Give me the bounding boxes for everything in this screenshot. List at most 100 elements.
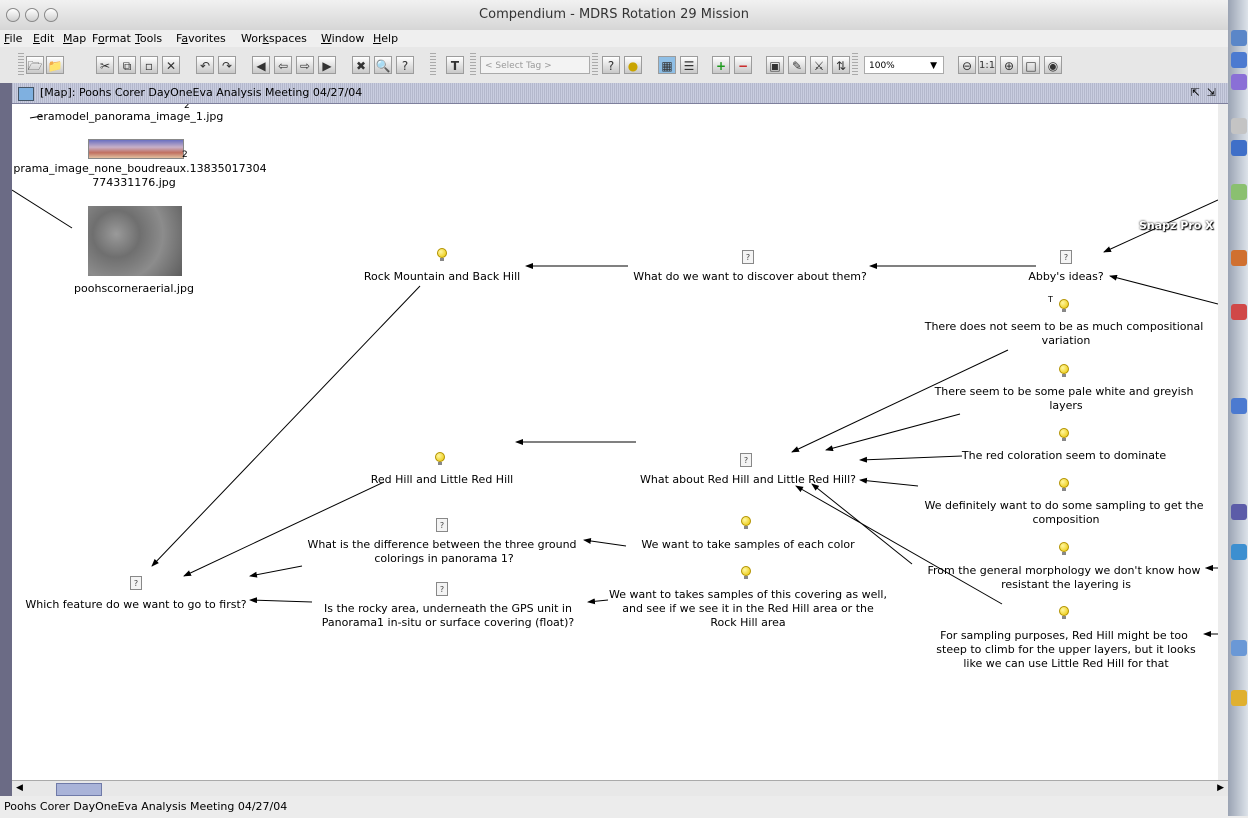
toolbar-grip-icon-3[interactable] bbox=[470, 53, 476, 77]
image-node-2-label-line1[interactable]: prama_image_none_boudreaux.13835017304 bbox=[13, 162, 267, 175]
back-arrow-icon[interactable]: ⇦ bbox=[274, 56, 292, 74]
node-compositional-line2[interactable]: variation bbox=[1041, 334, 1091, 347]
node-covering-line3[interactable]: Rock Hill area bbox=[710, 616, 786, 629]
dock-app-icon[interactable] bbox=[1231, 184, 1247, 200]
menu-tools[interactable]: Tools bbox=[135, 32, 163, 45]
node-rock-mountain[interactable]: Rock Mountain and Back Hill bbox=[363, 270, 521, 283]
dock-app-icon[interactable] bbox=[1231, 398, 1247, 414]
text-tool-button[interactable]: T bbox=[446, 56, 464, 74]
menu-workspaces[interactable]: Workspaces bbox=[241, 32, 307, 45]
dock-app-icon[interactable] bbox=[1231, 74, 1247, 90]
aerial-thumbnail-image[interactable] bbox=[88, 206, 182, 276]
note-node-icon[interactable]: ✎ bbox=[788, 56, 806, 74]
dock-app-icon[interactable] bbox=[1231, 52, 1247, 68]
node-compositional-line1[interactable]: There does not seem to be as much compos… bbox=[924, 320, 1204, 333]
node-covering-line1[interactable]: We want to takes samples of this coverin… bbox=[609, 588, 887, 601]
zoom-fit-icon[interactable]: □ bbox=[1022, 56, 1040, 74]
horizontal-scrollbar[interactable]: ◀ ▶ bbox=[12, 780, 1228, 797]
node-morphology-line1[interactable]: From the general morphology we don't kno… bbox=[927, 564, 1201, 577]
map-node-icon[interactable]: ▦ bbox=[658, 56, 676, 74]
copy-icon[interactable]: ⧉ bbox=[118, 56, 136, 74]
image-node-1-label[interactable]: eramodel_panorama_image_1.jpg bbox=[36, 110, 224, 123]
paste-icon[interactable]: ▫ bbox=[140, 56, 158, 74]
node-red-hill[interactable]: Red Hill and Little Red Hill bbox=[370, 473, 514, 486]
node-sampling-line1[interactable]: We definitely want to do some sampling t… bbox=[924, 499, 1204, 512]
dock-app-icon[interactable] bbox=[1231, 118, 1247, 134]
node-pale-line1[interactable]: There seem to be some pale white and gre… bbox=[934, 385, 1194, 398]
zoom-focus-icon[interactable]: ◉ bbox=[1044, 56, 1062, 74]
node-difference-line1[interactable]: What is the difference between the three… bbox=[307, 538, 577, 551]
menu-file[interactable]: File bbox=[4, 32, 23, 45]
frame-minimize-icon[interactable]: ⇱ bbox=[1190, 86, 1200, 99]
scroll-right-icon[interactable]: ▶ bbox=[1217, 783, 1224, 793]
open-project-icon[interactable]: 📁 bbox=[46, 56, 64, 74]
zoom-out-icon[interactable]: ⊖ bbox=[958, 56, 976, 74]
map-canvas[interactable]: 2 eramodel_panorama_image_1.jpg 2 prama_… bbox=[12, 104, 1218, 780]
zoom-dropdown[interactable]: 100%▼ bbox=[864, 56, 944, 74]
toolbar-grip-icon-4[interactable] bbox=[592, 53, 598, 77]
zoom-window-button[interactable] bbox=[44, 8, 58, 22]
node-discover[interactable]: What do we want to discover about them? bbox=[633, 270, 867, 283]
find-icon[interactable]: 🔍 bbox=[374, 56, 392, 74]
menu-edit[interactable]: Edit bbox=[33, 32, 55, 45]
node-morphology-line2[interactable]: resistant the layering is bbox=[1001, 578, 1131, 591]
zoom-actual-button[interactable]: 1:1 bbox=[978, 56, 996, 74]
node-pale-line2[interactable]: layers bbox=[1049, 399, 1083, 412]
menu-window[interactable]: Window bbox=[321, 32, 365, 45]
zoom-in-icon[interactable]: ⊕ bbox=[1000, 56, 1018, 74]
node-rocky-line2[interactable]: Panorama1 in-situ or surface covering (f… bbox=[321, 616, 575, 629]
dock-app-icon[interactable] bbox=[1231, 304, 1247, 320]
back-icon[interactable]: ◀ bbox=[252, 56, 270, 74]
search-icon[interactable]: ✖ bbox=[352, 56, 370, 74]
help-cursor-icon[interactable]: ? bbox=[396, 56, 414, 74]
con-node-icon[interactable]: − bbox=[734, 56, 752, 74]
image-node-3-label[interactable]: poohscorneraerial.jpg bbox=[74, 282, 194, 295]
panorama-thumbnail-image[interactable] bbox=[88, 139, 184, 159]
frame-maximize-icon[interactable]: ⇲ bbox=[1206, 86, 1216, 99]
node-abby-ideas[interactable]: Abby's ideas? bbox=[1028, 270, 1104, 283]
cut-icon[interactable]: ✂ bbox=[96, 56, 114, 74]
node-rocky-line1[interactable]: Is the rocky area, underneath the GPS un… bbox=[324, 602, 572, 615]
toolbar-grip-icon-2[interactable] bbox=[430, 53, 436, 77]
dock-app-icon[interactable] bbox=[1231, 250, 1247, 266]
node-difference-line2[interactable]: colorings in panorama 1? bbox=[374, 552, 514, 565]
open-folder-icon[interactable]: 🗁 bbox=[26, 56, 44, 74]
redo-icon[interactable]: ↷ bbox=[218, 56, 236, 74]
undo-icon[interactable]: ↶ bbox=[196, 56, 214, 74]
dock-app-icon[interactable] bbox=[1231, 690, 1247, 706]
node-what-about[interactable]: What about Red Hill and Little Red Hill? bbox=[640, 473, 856, 486]
reference-node-icon[interactable]: ▣ bbox=[766, 56, 784, 74]
pro-node-icon[interactable]: + bbox=[712, 56, 730, 74]
idea-node-icon[interactable]: ● bbox=[624, 56, 642, 74]
dock-app-icon[interactable] bbox=[1231, 140, 1247, 156]
image-node-2-label-line2[interactable]: 774331176.jpg bbox=[92, 176, 176, 189]
toolbar-grip-icon[interactable] bbox=[18, 53, 24, 77]
menu-format[interactable]: Format bbox=[92, 32, 131, 45]
node-red-dominate[interactable]: The red coloration seem to dominate bbox=[961, 449, 1167, 462]
node-sampling-line2[interactable]: composition bbox=[1032, 513, 1100, 526]
forward-arrow-icon[interactable]: ⇨ bbox=[296, 56, 314, 74]
forward-icon[interactable]: ▶ bbox=[318, 56, 336, 74]
dock-app-icon[interactable] bbox=[1231, 640, 1247, 656]
select-tag-dropdown[interactable]: < Select Tag > bbox=[480, 56, 590, 74]
node-steep-line3[interactable]: like we can use Little Red Hill for that bbox=[963, 657, 1169, 670]
scroll-left-icon[interactable]: ◀ bbox=[16, 783, 23, 793]
dock-app-icon[interactable] bbox=[1231, 30, 1247, 46]
node-steep-line2[interactable]: steep to climb for the upper layers, but… bbox=[936, 643, 1196, 656]
scrollbar-thumb[interactable] bbox=[56, 783, 102, 796]
menu-favorites[interactable]: Favorites bbox=[176, 32, 226, 45]
list-node-icon[interactable]: ☰ bbox=[680, 56, 698, 74]
dock-app-icon[interactable] bbox=[1231, 544, 1247, 560]
decision-node-icon[interactable]: ⚔ bbox=[810, 56, 828, 74]
question-node-icon[interactable]: ? bbox=[602, 56, 620, 74]
menu-map[interactable]: Map bbox=[63, 32, 87, 45]
argument-node-icon[interactable]: ⇅ bbox=[832, 56, 850, 74]
node-samples-color[interactable]: We want to take samples of each color bbox=[641, 538, 855, 551]
node-steep-line1[interactable]: For sampling purposes, Red Hill might be… bbox=[940, 629, 1188, 642]
toolbar-grip-icon-5[interactable] bbox=[852, 53, 858, 77]
node-which-feature[interactable]: Which feature do we want to go to first? bbox=[25, 598, 247, 611]
menu-help[interactable]: Help bbox=[373, 32, 399, 45]
minimize-window-button[interactable] bbox=[25, 8, 39, 22]
dock-app-icon[interactable] bbox=[1231, 504, 1247, 520]
delete-icon[interactable]: ✕ bbox=[162, 56, 180, 74]
